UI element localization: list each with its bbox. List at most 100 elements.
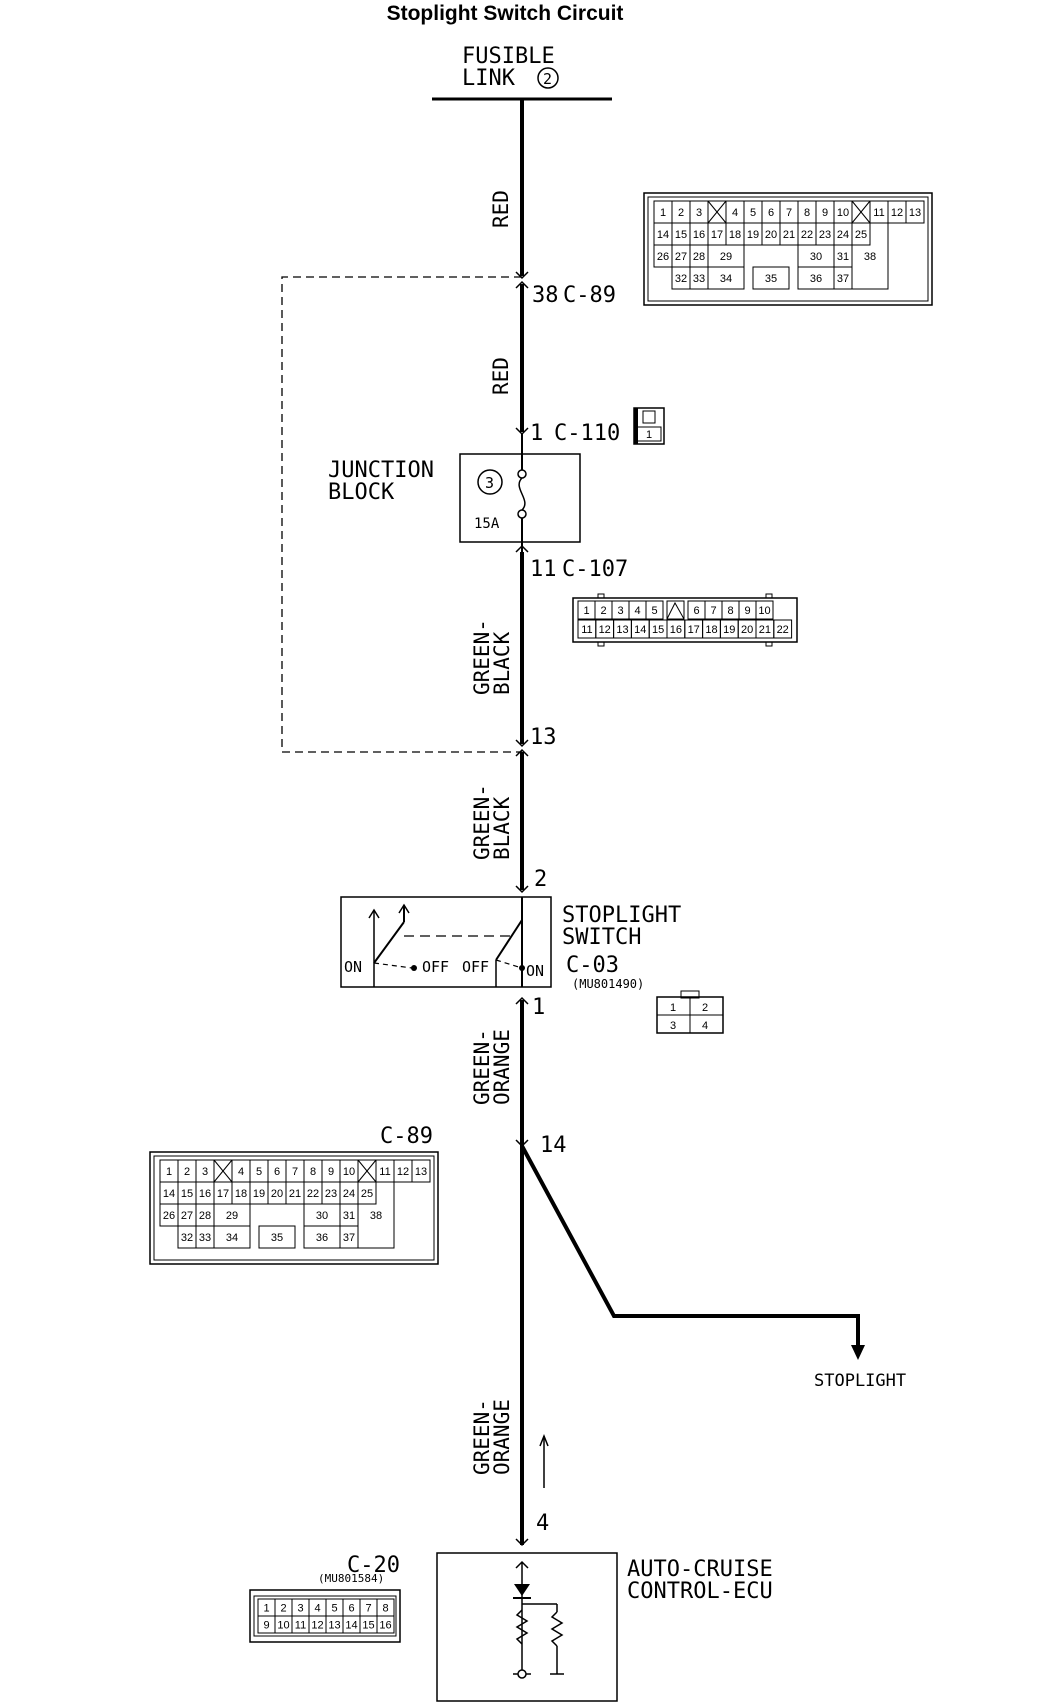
connector-pin: 5: [750, 207, 756, 219]
connector-pin: 38: [370, 1210, 382, 1222]
connector-pin: 16: [379, 1620, 391, 1632]
connector-pin: 3: [617, 605, 623, 617]
connector-pin: 27: [181, 1210, 193, 1222]
connector-pin: 30: [810, 251, 822, 263]
connector-pin: 13: [616, 624, 628, 636]
pin-1: 1: [532, 995, 545, 1020]
connector-pin: 11: [295, 1620, 306, 1632]
connector-pin: 8: [727, 605, 733, 617]
connector-pin: 18: [235, 1188, 247, 1200]
connector-pin: 35: [271, 1232, 283, 1244]
connector-pin: 34: [226, 1232, 238, 1244]
connector-pin: 14: [634, 624, 646, 636]
fusible-link-label-2: LINK: [462, 66, 516, 91]
pin-4: 4: [536, 1511, 549, 1536]
connector-pin: 35: [765, 273, 777, 285]
ecu-box: [436, 1552, 618, 1702]
stoplight-branch: STOPLIGHT: [520, 1145, 906, 1391]
connector-pin: 37: [343, 1232, 355, 1244]
connector-pin: 18: [705, 624, 717, 636]
connector-pin: 19: [747, 229, 759, 241]
stoplight-label: STOPLIGHT: [814, 1371, 906, 1391]
connector-pin: 9: [744, 605, 750, 617]
connector-pin: 2: [678, 207, 684, 219]
connector-pin: 25: [361, 1188, 373, 1200]
pin-13: 13: [530, 725, 557, 750]
connector-pin: 23: [819, 229, 831, 241]
connector-pin: 19: [723, 624, 735, 636]
connector-pin: 6: [348, 1603, 354, 1615]
wire-label-red-2: RED: [489, 357, 513, 395]
connector-pin: 9: [263, 1620, 269, 1632]
diode-icon: [514, 1584, 530, 1596]
connector-pin: 4: [314, 1603, 320, 1615]
fusible-link-label-1: FUSIBLE: [462, 44, 555, 69]
connector-pin: 22: [307, 1188, 319, 1200]
switch-on-left: ON: [344, 958, 362, 976]
connector-c89-bottom-label: C-89: [380, 1124, 433, 1149]
fuse-number-circle: [477, 469, 503, 495]
connector-pin: 17: [688, 624, 700, 636]
switch-label-2: SWITCH: [562, 925, 641, 950]
connector-pin: 16: [693, 229, 705, 241]
current-direction-arrow: [539, 1433, 549, 1488]
connector-pin: 36: [810, 273, 822, 285]
connector-pin: 18: [729, 229, 741, 241]
ecu-label-2: CONTROL-ECU: [627, 1579, 773, 1604]
connector-c03-face: 1 2 3 4: [656, 990, 724, 1034]
connector-pin: 20: [765, 229, 777, 241]
connector-pin: 28: [199, 1210, 211, 1222]
connector-c89-top-label: C-89: [563, 283, 616, 308]
connector-pin: 10: [837, 207, 849, 219]
wire-label-gb-2a: GREEN-: [470, 784, 494, 860]
stoplight-switch: STOPLIGHT SWITCH C-03 (MU801490) ON OFF …: [340, 896, 681, 991]
connector-pin: 33: [199, 1232, 211, 1244]
connector-pin: 21: [759, 624, 771, 636]
connector-pin: 11: [581, 624, 592, 636]
connector-pin: 17: [711, 229, 723, 241]
connector-pin: 30: [316, 1210, 328, 1222]
connector-pin: 13: [909, 207, 921, 219]
wire-label-gb-1a: GREEN-: [470, 619, 494, 695]
connector-pin: 6: [274, 1166, 280, 1178]
connector-pin: 34: [720, 273, 732, 285]
switch-part-number: (MU801490): [572, 977, 644, 991]
c110-pin-1: 1: [646, 429, 652, 441]
connector-pin: 20: [741, 624, 753, 636]
c03-pin-3: 3: [670, 1020, 676, 1032]
junction-block: JUNCTION BLOCK 3 15A: [328, 434, 581, 552]
ecu-part-number: (MU801584): [318, 1572, 384, 1585]
c03-pin-1: 1: [670, 1002, 676, 1014]
wire-label-go-2b: ORANGE: [490, 1399, 514, 1475]
connector-pin: 15: [652, 624, 664, 636]
connector-pin: 1: [263, 1603, 269, 1615]
connector-pin: 37: [837, 273, 849, 285]
connector-pin: 20: [271, 1188, 283, 1200]
connector-pin: 12: [397, 1166, 409, 1178]
connector-pin: 12: [311, 1620, 323, 1632]
connector-pin: 24: [343, 1188, 355, 1200]
connector-pin: 8: [310, 1166, 316, 1178]
resistor-2-icon: [550, 1611, 564, 1647]
connector-pin: 3: [297, 1603, 303, 1615]
connector-pin: 10: [758, 605, 770, 617]
switch-on-right: ON: [526, 962, 544, 980]
connector-pin: 12: [599, 624, 611, 636]
pin-1-c110: 1: [530, 421, 543, 446]
connector-pin: 31: [837, 251, 849, 263]
junction-block-box: [459, 453, 581, 543]
fusible-link: FUSIBLE LINK 2: [432, 44, 612, 101]
auto-cruise-ecu: AUTO-CRUISE CONTROL-ECU C-20 (MU801584): [318, 1552, 773, 1702]
connector-pin: 6: [693, 605, 699, 617]
connector-pin: 23: [325, 1188, 337, 1200]
connector-pin: 11: [379, 1166, 390, 1178]
wire-labels: RED RED GREEN- BLACK GREEN- BLACK GREEN-…: [470, 190, 514, 1475]
connector-pin: 31: [343, 1210, 355, 1222]
resistor-1-icon: [515, 1609, 529, 1645]
fusible-link-number: 2: [543, 70, 552, 88]
c03-pin-2: 2: [702, 1002, 708, 1014]
connector-pin: 9: [328, 1166, 334, 1178]
fuse-element: [518, 477, 526, 511]
